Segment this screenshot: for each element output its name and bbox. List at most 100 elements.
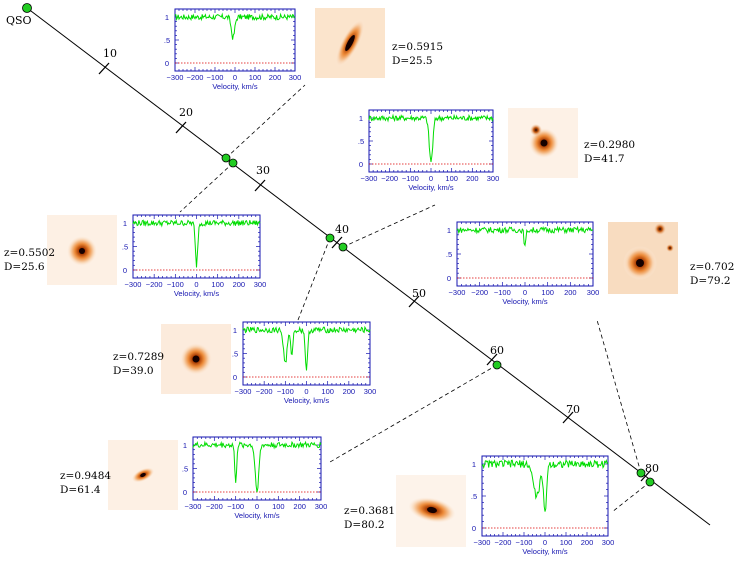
x-tick-label: −100	[494, 288, 511, 297]
spectrum-line	[456, 225, 594, 247]
x-tick-label: −200	[206, 502, 223, 511]
x-axis-title: Velocity, km/s	[284, 396, 330, 405]
distance-label: D=80.2	[344, 519, 385, 531]
galaxy-image	[108, 440, 178, 510]
connector-line	[297, 237, 331, 321]
x-tick-label: −300	[474, 538, 491, 547]
x-tick-label: 0	[543, 538, 547, 547]
spectrum-line	[481, 459, 609, 512]
x-tick-label: 100	[541, 288, 554, 297]
connector-line	[342, 204, 436, 248]
x-tick-label: 100	[272, 502, 285, 511]
connector-line	[225, 84, 306, 159]
distance-tick	[331, 236, 343, 249]
x-tick-label: −100	[277, 387, 294, 396]
distance-label: D=25.5	[392, 55, 433, 67]
x-tick-label: −100	[227, 502, 244, 511]
spectrum-line	[132, 219, 261, 268]
galaxy-image	[508, 108, 578, 178]
y-tick-label: .5	[122, 243, 128, 252]
x-tick-label: 0	[233, 73, 237, 82]
spectrum-frame	[481, 455, 609, 537]
distance-tick	[562, 411, 574, 424]
x-axis-title: Velocity, km/s	[234, 511, 280, 520]
x-axis-title: Velocity, km/s	[212, 82, 258, 91]
distance-tick-label: 40	[335, 223, 349, 236]
spectrum-line	[242, 325, 371, 371]
galaxy-image	[608, 222, 678, 294]
y-tick-label: .5	[164, 36, 170, 45]
x-tick-label: −300	[185, 502, 202, 511]
spectrum-line	[192, 440, 322, 493]
absorber-marker	[228, 158, 238, 168]
y-tick-label: .5	[232, 350, 238, 359]
distance-label: D=79.2	[690, 275, 731, 287]
y-tick-label: 0	[123, 266, 127, 275]
distance-tick	[408, 295, 420, 308]
x-tick-label: −200	[146, 280, 163, 289]
galaxy-image	[161, 324, 231, 394]
connector-line	[611, 481, 651, 513]
x-tick-label: −200	[381, 174, 398, 183]
absorber-marker	[636, 468, 646, 478]
x-tick-label: −300	[361, 174, 378, 183]
x-tick-label: 300	[289, 73, 302, 82]
y-tick-label: 1	[233, 326, 237, 335]
distance-tick	[98, 62, 110, 75]
x-tick-label: −100	[402, 174, 419, 183]
y-tick-label: .5	[182, 465, 188, 474]
x-tick-label: 200	[233, 280, 246, 289]
qso-label: QSO	[6, 14, 32, 27]
x-tick-label: 300	[315, 502, 328, 511]
x-tick-label: −300	[449, 288, 466, 297]
y-tick-label: 0	[165, 59, 169, 68]
distance-tick-label: 80	[645, 462, 659, 475]
x-tick-label: 200	[466, 174, 479, 183]
redshift-label: z=0.7289	[113, 351, 164, 363]
distance-tick	[254, 179, 266, 192]
redshift-label: z=0.9484	[60, 470, 111, 482]
distance-tick	[486, 353, 498, 366]
y-tick-label: 1	[447, 226, 451, 235]
y-tick-label: .5	[446, 250, 452, 259]
x-tick-label: 100	[249, 73, 262, 82]
y-tick-label: .5	[358, 137, 364, 146]
qso-marker	[22, 3, 32, 13]
y-tick-label: 0	[233, 373, 237, 382]
distance-tick-label: 70	[566, 403, 580, 416]
x-axis-title: Velocity, km/s	[174, 289, 220, 298]
x-tick-label: 300	[602, 538, 615, 547]
galaxy-image	[315, 8, 385, 78]
x-tick-label: 200	[581, 538, 594, 547]
x-tick-label: −300	[235, 387, 252, 396]
y-tick-label: 0	[359, 160, 363, 169]
x-tick-label: −300	[167, 73, 184, 82]
x-tick-label: 200	[293, 502, 306, 511]
x-tick-label: 200	[269, 73, 282, 82]
x-tick-label: −100	[516, 538, 533, 547]
x-tick-label: 200	[564, 288, 577, 297]
x-axis-title: Velocity, km/s	[522, 547, 568, 556]
x-tick-label: 100	[560, 538, 573, 547]
spectrum-frame	[242, 321, 371, 386]
connector-line	[329, 364, 498, 463]
qso-sightline	[26, 7, 711, 526]
y-tick-label: 0	[472, 524, 476, 533]
x-tick-label: −200	[495, 538, 512, 547]
absorber-marker	[325, 233, 335, 243]
x-tick-label: 300	[587, 288, 600, 297]
x-tick-label: 100	[321, 387, 334, 396]
spectrum-line	[174, 12, 296, 40]
x-tick-label: 0	[523, 288, 527, 297]
absorber-marker	[645, 477, 655, 487]
redshift-label: z=0.2980	[584, 139, 635, 151]
x-tick-label: 0	[255, 502, 259, 511]
x-tick-label: 0	[429, 174, 433, 183]
galaxy-labels: z=0.5915 D=25.5 z=0.2980 D=41.7 z=0.5502…	[4, 41, 734, 531]
x-tick-label: 300	[364, 387, 377, 396]
